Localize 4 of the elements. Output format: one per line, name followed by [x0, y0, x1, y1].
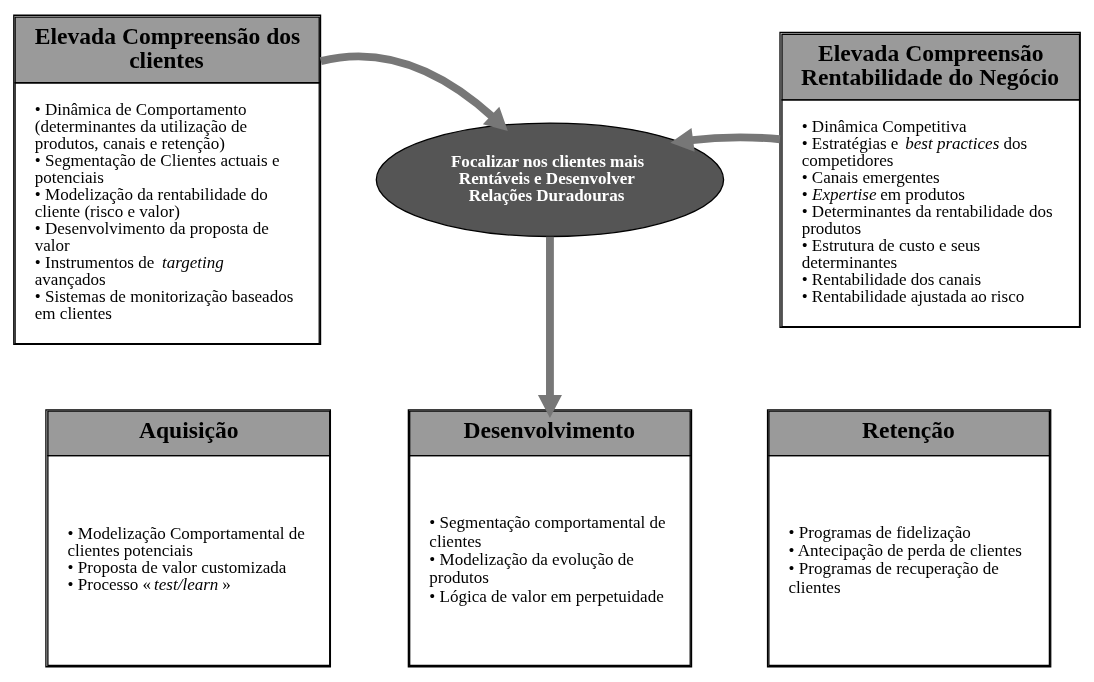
arrow	[670, 127, 781, 152]
node-ellipse: Focalizar nos clientes mais Rentáveis e Desenvolver Relações Duradouras	[375, 122, 725, 238]
arrow	[537, 236, 562, 418]
arrow	[320, 52, 508, 132]
